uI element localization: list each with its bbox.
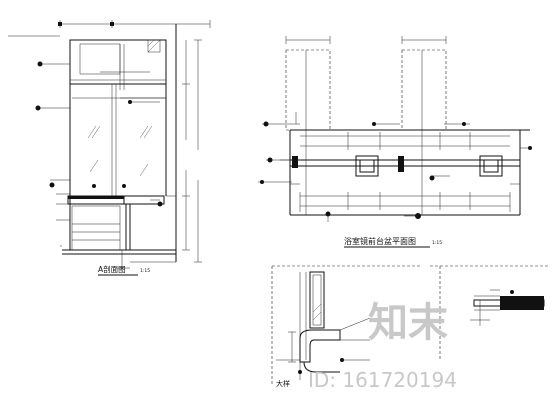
- basin-plan-drawing: 浴室镜前台盆平面图 1:15: [258, 36, 532, 248]
- detail-drawing-1: 大样: [271, 265, 420, 388]
- detail-drawing-2: [430, 265, 548, 360]
- basin-plan-leaders: [258, 112, 532, 222]
- watermark-logo-text: 知末: [368, 300, 448, 346]
- section-a-leaders: [35, 61, 163, 247]
- section-a-drawing: A剖面图 1:15: [8, 20, 211, 276]
- basin-plan-dimensions: [300, 132, 510, 210]
- basin-plan-title: 浴室镜前台盆平面图: [344, 236, 416, 246]
- section-a-scale: 1:15: [140, 268, 150, 274]
- basin-plan-scale: 1:15: [432, 240, 442, 246]
- section-a-title: A剖面图: [98, 264, 126, 274]
- watermark: 知末 ID: 161720194: [308, 300, 457, 392]
- watermark-id-text: ID: 161720194: [308, 368, 457, 392]
- detail-label: 大样: [276, 379, 290, 388]
